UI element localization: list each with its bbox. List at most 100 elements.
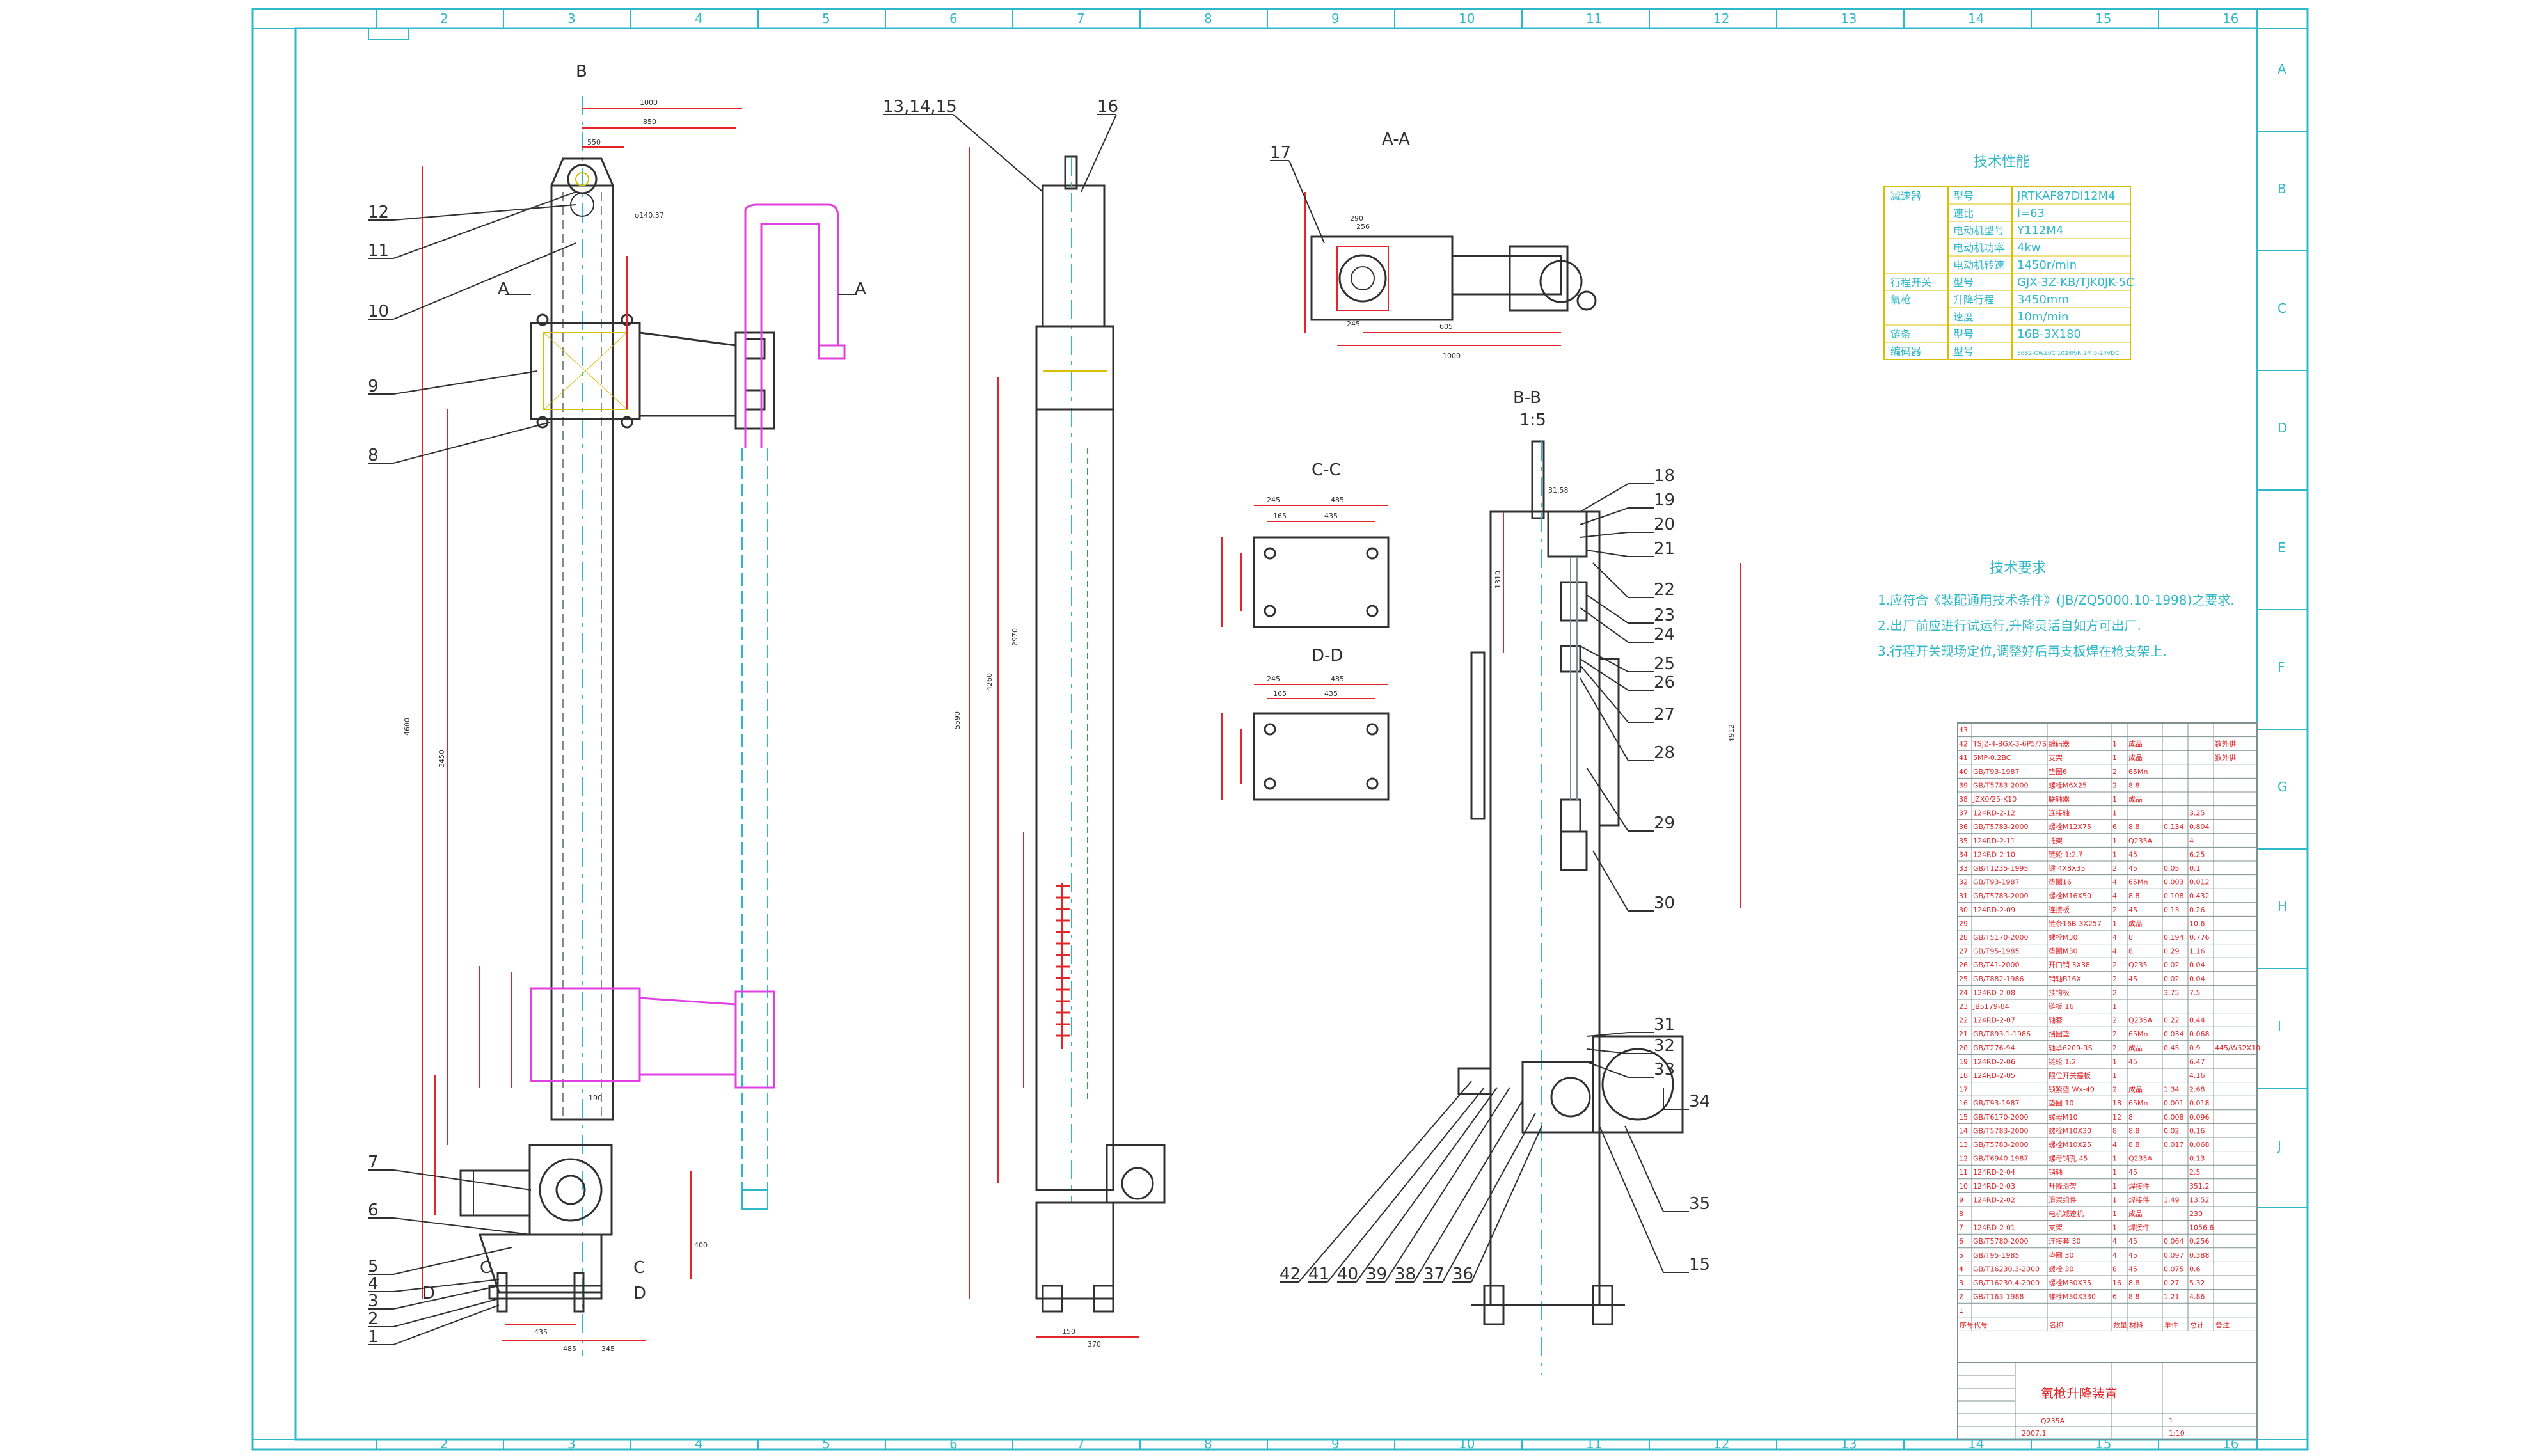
parts-cell: 2: [2112, 864, 2117, 873]
svg-text:435: 435: [534, 1328, 548, 1336]
parts-cell: 0.02: [2164, 975, 2180, 983]
parts-cell: TSJZ-4-BGX-3-6P5/7S: [1972, 740, 2047, 748]
parts-cell: 28: [1959, 933, 1968, 942]
parts-cell: 0.108: [2164, 892, 2184, 900]
parts-cell: 0.13: [2189, 1155, 2205, 1163]
parts-cell: 1: [2112, 1210, 2117, 1218]
parts-cell: 0.22: [2164, 1017, 2180, 1025]
parts-cell: 3.25: [2189, 809, 2205, 818]
parts-cell: 34: [1959, 850, 1968, 859]
svg-text:3450: 3450: [438, 750, 446, 768]
tech-item: 电动机转速: [1953, 259, 2004, 271]
svg-text:370: 370: [1088, 1340, 1101, 1349]
parts-cell: 成品: [2128, 1210, 2143, 1218]
parts-cell: 2: [2112, 975, 2117, 983]
parts-cell: 65Mn: [2128, 1099, 2148, 1107]
grid-top-label: 11: [1586, 11, 1602, 26]
part-callout: 40: [1337, 1265, 1358, 1284]
parts-cell: 1: [2112, 1168, 2117, 1176]
requirement-2: 2.出厂前应进行试运行,升降灵活自如方可出厂.: [1878, 618, 2141, 633]
grid-side-label: I: [2278, 1018, 2281, 1034]
svg-text:4600: 4600: [403, 718, 411, 736]
grid-top-label: 12: [1713, 11, 1729, 26]
grid-top-label: 2: [440, 11, 448, 26]
parts-cell: 成品: [2128, 919, 2143, 928]
parts-cell: 螺母M10: [2049, 1113, 2078, 1121]
top-sheave-housing: [550, 157, 614, 243]
grid-top-label: 5: [822, 11, 830, 26]
parts-cell: 6.47: [2189, 1057, 2205, 1066]
parts-cell: 1: [2112, 1155, 2117, 1163]
section-aa-title: A-A: [1382, 130, 1410, 149]
tech-value: Y112M4: [2017, 224, 2063, 237]
parts-cell: 0.9: [2189, 1044, 2201, 1052]
parts-cell: 0.017: [2164, 1141, 2184, 1149]
parts-cell: 1: [2112, 1057, 2117, 1066]
top-sheave-bore: [575, 172, 589, 186]
aa-carriage: [1310, 235, 1454, 321]
parts-cell: 0.16: [2189, 1127, 2205, 1135]
grid-bottom-label: 4: [695, 1436, 703, 1452]
part-callout: 4: [368, 1274, 379, 1294]
parts-cell: 支架: [2049, 754, 2063, 762]
parts-cell: 2: [2112, 1030, 2117, 1038]
parts-cell: 2: [2112, 961, 2117, 969]
parts-cell: 1: [2112, 740, 2117, 748]
part-callout: 27: [1654, 705, 1675, 724]
section-dd-title: D-D: [1312, 646, 1343, 665]
parts-cell: 1: [2112, 1002, 2117, 1011]
parts-cell: 1: [2112, 837, 2117, 845]
part-callout: 13,14,15: [883, 97, 957, 116]
parts-cell: 0.256: [2189, 1237, 2210, 1246]
parts-cell: 124RD-2-02: [1973, 1196, 2015, 1204]
parts-cell: 22: [1959, 1017, 1968, 1025]
parts-cell: 0.26: [2189, 906, 2205, 914]
parts-cell: 45: [2128, 850, 2137, 859]
parts-cell: 19: [1959, 1057, 1968, 1066]
parts-cell: GB/T5783-2000: [1973, 892, 2028, 900]
part-callout: 12: [368, 203, 389, 222]
parts-cell: 18: [2112, 1099, 2121, 1107]
parts-cell: 23: [1959, 1002, 1968, 1011]
parts-cell: 4: [2112, 933, 2117, 942]
parts-cell: 29: [1959, 919, 1968, 928]
tech-item: 型号: [1953, 190, 1974, 202]
svg-text:2970: 2970: [1011, 628, 1019, 646]
parts-cell: 4: [2112, 878, 2117, 887]
aa-arm: [1451, 255, 1562, 296]
parts-cell: 0.13: [2164, 906, 2180, 914]
parts-cell: 4: [2112, 947, 2117, 956]
parts-cell: 8: [2128, 947, 2133, 956]
grid-top-label: 6: [949, 11, 958, 26]
grid-side-label: G: [2278, 779, 2288, 795]
parts-cell: GB/T882-1986: [1973, 975, 2024, 983]
drawing-title: 氧枪升降装置: [2041, 1386, 2118, 1401]
svg-text:1000: 1000: [1443, 352, 1461, 360]
parts-cell: JB5179-84: [1972, 1002, 2009, 1011]
parts-cell: 42: [1959, 740, 1968, 748]
grid-bottom-label: 14: [1968, 1436, 1984, 1452]
tech-value: 10m/min: [2017, 310, 2068, 324]
parts-cell: 键 4X8X35: [2049, 864, 2086, 873]
parts-cell: 12: [2112, 1113, 2121, 1121]
parts-cell: 5: [1959, 1251, 1963, 1260]
parts-cell: 成品: [2128, 740, 2143, 748]
parts-cell: 124RD-2-12: [1973, 809, 2015, 818]
svg-text:4260: 4260: [985, 673, 994, 691]
svg-text:190: 190: [589, 1094, 602, 1102]
parts-cell: 6: [2112, 1293, 2117, 1301]
parts-cell: 螺栓M30X330: [2049, 1292, 2096, 1301]
parts-cell: 销轴: [2049, 1167, 2063, 1176]
parts-cell: 40: [1959, 768, 1968, 776]
grid-side-label: C: [2278, 301, 2286, 316]
parts-cell: SMP-0.2BC: [1973, 754, 2011, 762]
svg-text:550: 550: [587, 138, 601, 146]
parts-cell: 14: [1959, 1127, 1968, 1135]
parts-cell: 124RD-2-03: [1973, 1182, 2015, 1191]
grid-bottom-label: 6: [949, 1436, 958, 1452]
svg-text:435: 435: [1324, 690, 1338, 698]
parts-cell: 27: [1959, 947, 1968, 956]
parts-cell: GB/T95-1985: [1973, 947, 2019, 956]
